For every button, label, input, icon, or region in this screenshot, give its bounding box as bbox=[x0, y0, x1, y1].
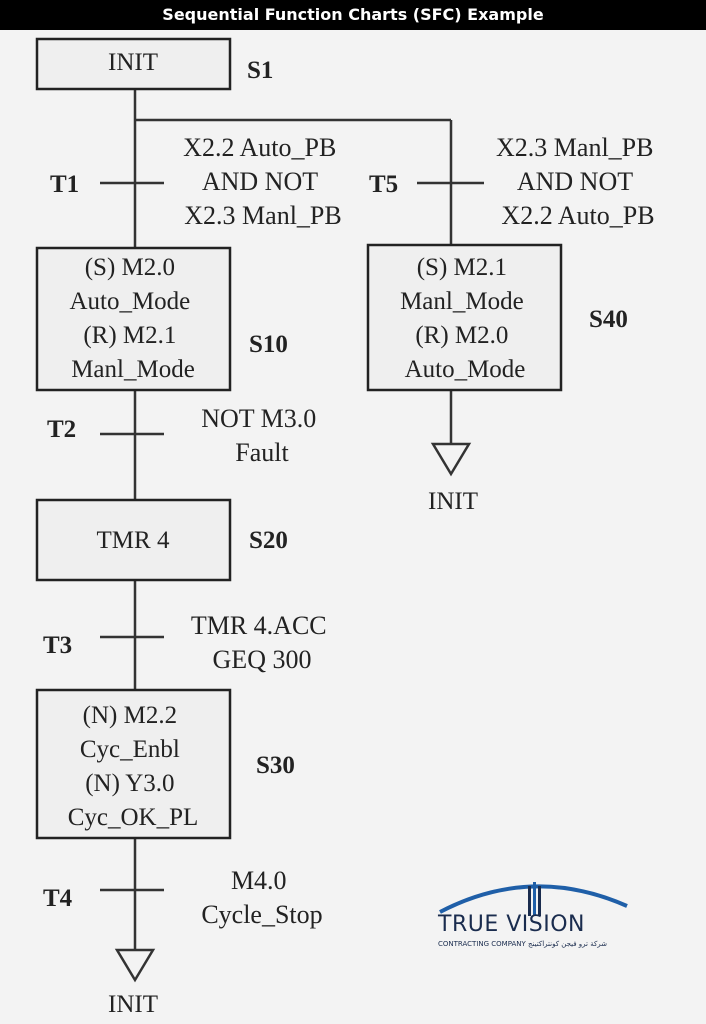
transition-label-t3: T3 bbox=[43, 632, 72, 659]
step-text-s10: (S) M2.0 Auto_Mode (R) M2.1 Manl_Mode bbox=[69, 254, 196, 383]
transition-label-t2: T2 bbox=[47, 416, 76, 443]
transition-condition-t2: NOT M3.0 Fault bbox=[201, 404, 323, 467]
step-label-s40: S40 bbox=[589, 306, 628, 333]
step-line: Cyc_Enbl bbox=[80, 736, 180, 763]
step-line: INIT bbox=[108, 49, 158, 76]
step-text-s20: TMR 4 bbox=[97, 527, 170, 554]
step-box-s30 bbox=[35, 688, 232, 840]
step-line: Manl_Mode bbox=[400, 288, 524, 315]
condition-line: Cycle_Stop bbox=[201, 900, 322, 929]
step-text-s30: (N) M2.2 Cyc_Enbl (N) Y3.0 Cyc_OK_PL bbox=[68, 702, 199, 831]
condition-line: Fault bbox=[235, 438, 289, 467]
step-line: Manl_Mode bbox=[71, 356, 195, 383]
condition-line: AND NOT bbox=[517, 167, 633, 196]
logo-brand: TRUE VISION bbox=[438, 912, 585, 937]
condition-line: X2.2 Auto_PB bbox=[183, 133, 336, 162]
step-line: Cyc_OK_PL bbox=[68, 804, 199, 831]
step-line: (N) M2.2 bbox=[83, 702, 177, 729]
step-line: TMR 4 bbox=[97, 527, 170, 554]
logo-subtitle: CONTRACTING COMPANY شركة ترو فيجن كونترا… bbox=[438, 940, 608, 948]
transition-condition-t3: TMR 4.ACC GEQ 300 bbox=[191, 611, 333, 674]
step-line: (R) M2.0 bbox=[415, 322, 508, 349]
step-text-s40: (S) M2.1 Manl_Mode (R) M2.0 Auto_Mode bbox=[400, 254, 530, 383]
sfc-diagram: INIT (S) M2.0 Auto_Mode (R) M2.1 Manl_Mo… bbox=[35, 37, 660, 1018]
transition-label-t4: T4 bbox=[43, 885, 73, 912]
condition-line: X2.2 Auto_PB bbox=[501, 201, 654, 230]
step-line: (N) Y3.0 bbox=[85, 770, 174, 797]
transition-label-t1: T1 bbox=[50, 171, 79, 198]
jump-target-left: INIT bbox=[108, 991, 158, 1018]
step-box-s1 bbox=[35, 37, 232, 91]
transition-label-t5: T5 bbox=[369, 171, 398, 198]
transition-condition-t5: X2.3 Manl_PB AND NOT X2.2 Auto_PB bbox=[496, 133, 660, 230]
step-line: (S) M2.0 bbox=[85, 254, 175, 281]
jump-arrow-right bbox=[430, 442, 472, 477]
step-line: Auto_Mode bbox=[69, 288, 190, 315]
step-box-s40 bbox=[366, 243, 563, 392]
step-text-s1: INIT bbox=[108, 49, 158, 76]
logo-arc-icon bbox=[439, 882, 628, 916]
condition-line: M4.0 bbox=[231, 866, 287, 895]
step-line: (S) M2.1 bbox=[417, 254, 507, 281]
condition-line: GEQ 300 bbox=[213, 645, 312, 674]
step-label-s30: S30 bbox=[256, 752, 295, 779]
condition-line: X2.3 Manl_PB bbox=[496, 133, 653, 162]
condition-line: TMR 4.ACC bbox=[191, 611, 327, 640]
step-label-s1: S1 bbox=[247, 57, 273, 84]
jump-target-right: INIT bbox=[428, 488, 478, 515]
transition-condition-t1: X2.2 Auto_PB AND NOT X2.3 Manl_PB bbox=[183, 133, 343, 230]
step-label-s10: S10 bbox=[249, 331, 288, 358]
step-box-s20 bbox=[35, 498, 232, 582]
jump-arrow-left bbox=[114, 948, 156, 983]
condition-line: NOT M3.0 bbox=[201, 404, 316, 433]
step-line: Auto_Mode bbox=[405, 356, 526, 383]
step-label-s20: S20 bbox=[249, 527, 288, 554]
step-line: (R) M2.1 bbox=[83, 322, 176, 349]
condition-line: X2.3 Manl_PB bbox=[184, 201, 341, 230]
page-title: Sequential Function Charts (SFC) Example bbox=[0, 0, 706, 30]
company-logo: TRUE VISION CONTRACTING COMPANY شركة ترو… bbox=[432, 870, 637, 960]
step-box-s10 bbox=[35, 246, 232, 392]
condition-line: AND NOT bbox=[202, 167, 318, 196]
transition-condition-t4: M4.0 Cycle_Stop bbox=[201, 866, 322, 929]
